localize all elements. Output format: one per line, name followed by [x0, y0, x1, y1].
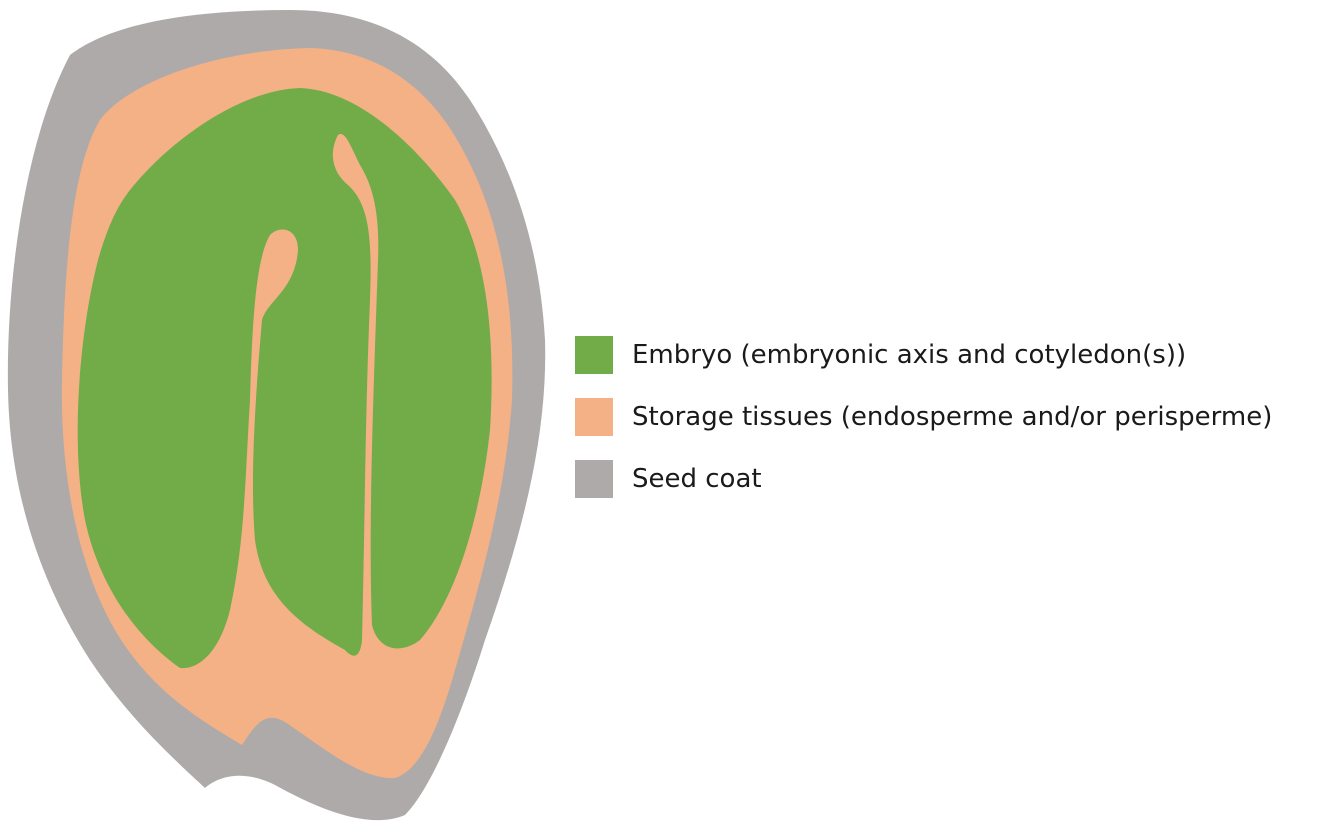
seed-cross-section-diagram [0, 0, 560, 827]
storage-tissues-swatch [575, 398, 613, 436]
embryo-label: Embryo (embryonic axis and cotyledon(s)) [632, 340, 1186, 370]
legend-item-seed-coat: Seed coat [575, 460, 1272, 498]
embryo-swatch [575, 336, 613, 374]
legend: Embryo (embryonic axis and cotyledon(s))… [575, 336, 1272, 522]
seed-coat-label: Seed coat [632, 464, 762, 494]
legend-item-embryo: Embryo (embryonic axis and cotyledon(s)) [575, 336, 1272, 374]
storage-tissues-label: Storage tissues (endosperme and/or peris… [632, 402, 1272, 432]
seed-coat-swatch [575, 460, 613, 498]
legend-item-storage-tissues: Storage tissues (endosperme and/or peris… [575, 398, 1272, 436]
